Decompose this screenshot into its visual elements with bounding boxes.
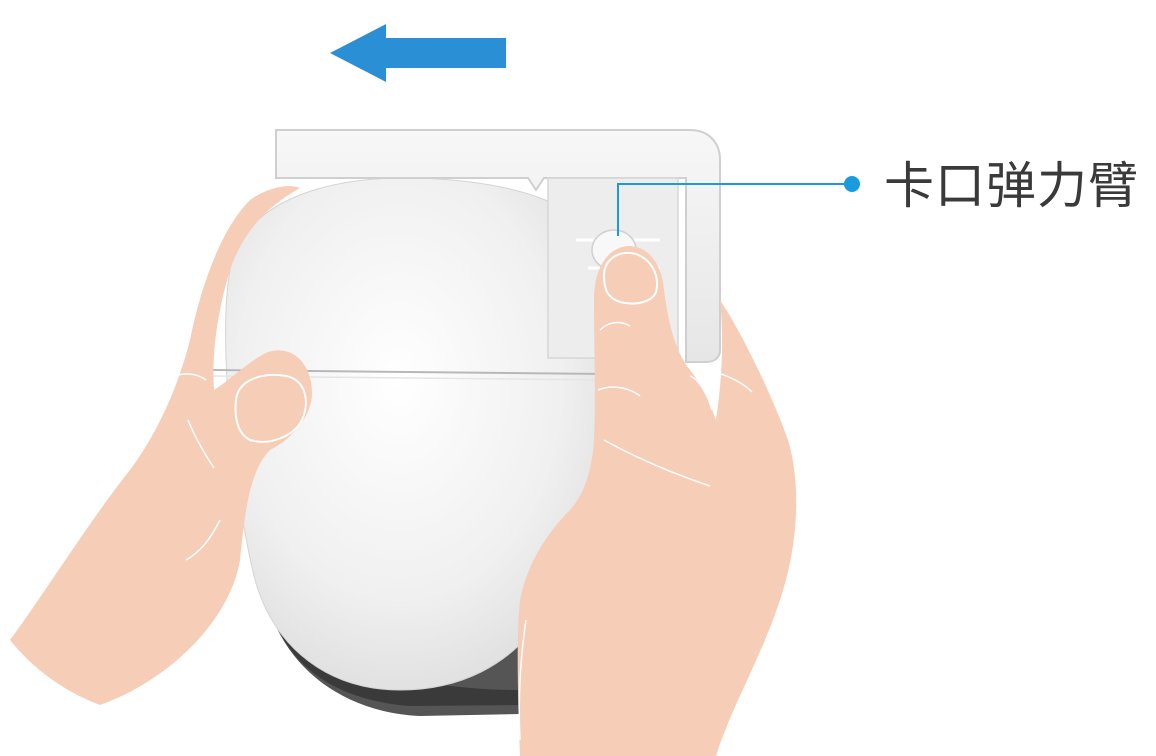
callout-label: 卡口弹力臂 [884,156,1139,216]
arrow-left-icon [330,24,506,82]
callout-dot [844,176,860,192]
